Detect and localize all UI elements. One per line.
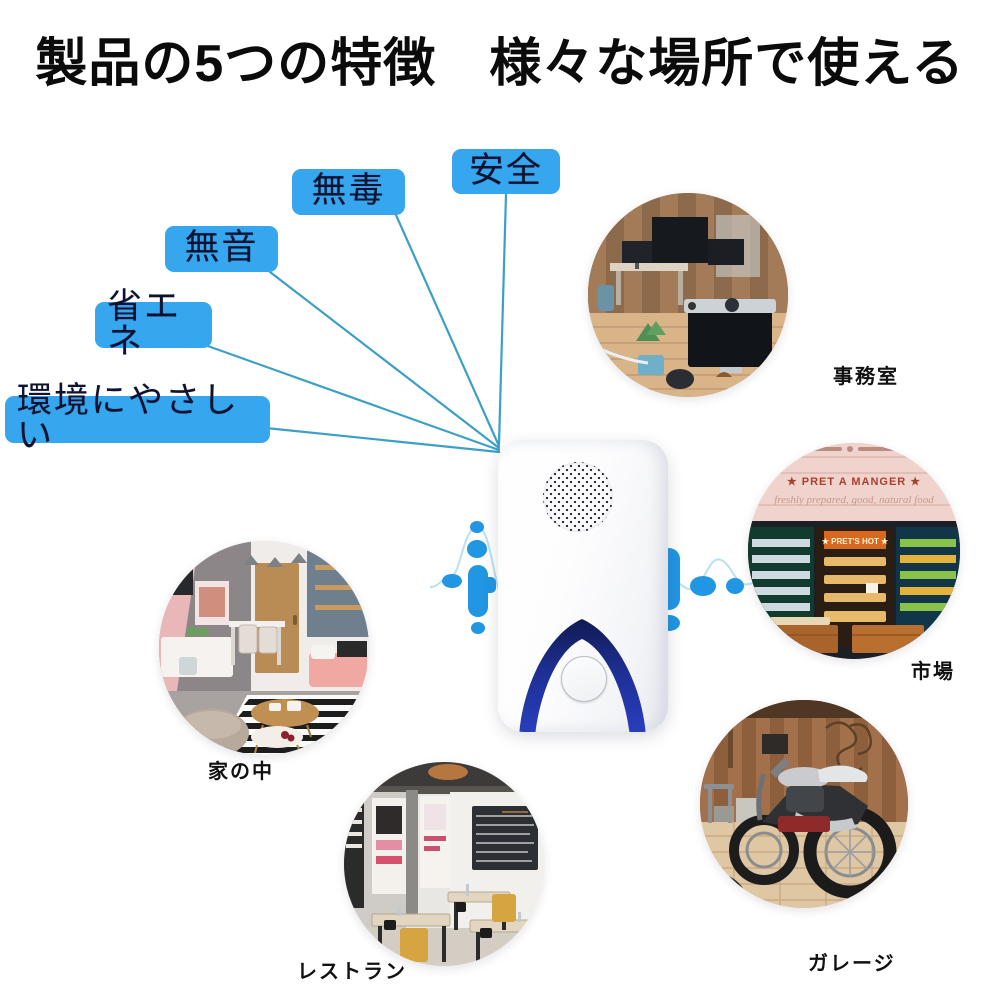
scene-caption-home: 家の中 <box>208 761 274 783</box>
scene-photo-home <box>159 541 369 755</box>
svg-text:★ PRET'S HOT ★: ★ PRET'S HOT ★ <box>822 537 889 546</box>
svg-text:★ PRET A MANGER ★: ★ PRET A MANGER ★ <box>787 476 921 488</box>
home-illustration <box>159 541 369 755</box>
scene-caption-restaurant: レストラン <box>297 961 407 983</box>
power-button[interactable] <box>561 656 607 702</box>
feature-chip-safety-label: 安全 <box>468 150 543 190</box>
scene-photo-market: ★ PRET A MANGER ★ freshly prepared, good… <box>748 443 960 659</box>
blue-arch-accent <box>519 619 646 732</box>
scene-caption-garage: ガレージ <box>808 953 896 975</box>
feature-chip-non-toxic[interactable]: 無毒 <box>292 169 405 215</box>
office-illustration <box>588 193 788 397</box>
page-title: 製品の5つの特徴 様々な場所で使える <box>35 35 965 93</box>
market-illustration: ★ PRET A MANGER ★ freshly prepared, good… <box>748 443 960 659</box>
feature-chip-energy-saving[interactable]: 省エネ <box>95 289 212 359</box>
restaurant-illustration <box>344 762 544 966</box>
scene-photo-office <box>588 193 788 397</box>
feature-chip-energy-saving-label: 省エネ <box>107 286 182 361</box>
ultrasonic-pest-repeller-device[interactable] <box>498 440 668 732</box>
garage-illustration <box>700 700 908 908</box>
feature-chip-silent[interactable]: 無音 <box>165 226 278 272</box>
feature-chip-safety[interactable]: 安全 <box>452 149 560 194</box>
scene-photo-restaurant <box>344 762 544 966</box>
svg-text:freshly prepared, good, natura: freshly prepared, good, natural food <box>774 494 934 506</box>
scene-caption-market: 市場 <box>911 661 955 683</box>
scene-caption-office: 事務室 <box>833 366 899 388</box>
feature-chip-non-toxic-label: 無毒 <box>311 171 386 210</box>
scene-photo-garage <box>700 700 908 908</box>
feature-chip-silent-label: 無音 <box>184 228 259 267</box>
feature-chip-eco-friendly-label: 環境にやさしい <box>17 381 240 455</box>
speaker-grille-icon <box>543 462 613 532</box>
feature-chip-eco-friendly[interactable]: 環境にやさしい <box>5 383 270 453</box>
